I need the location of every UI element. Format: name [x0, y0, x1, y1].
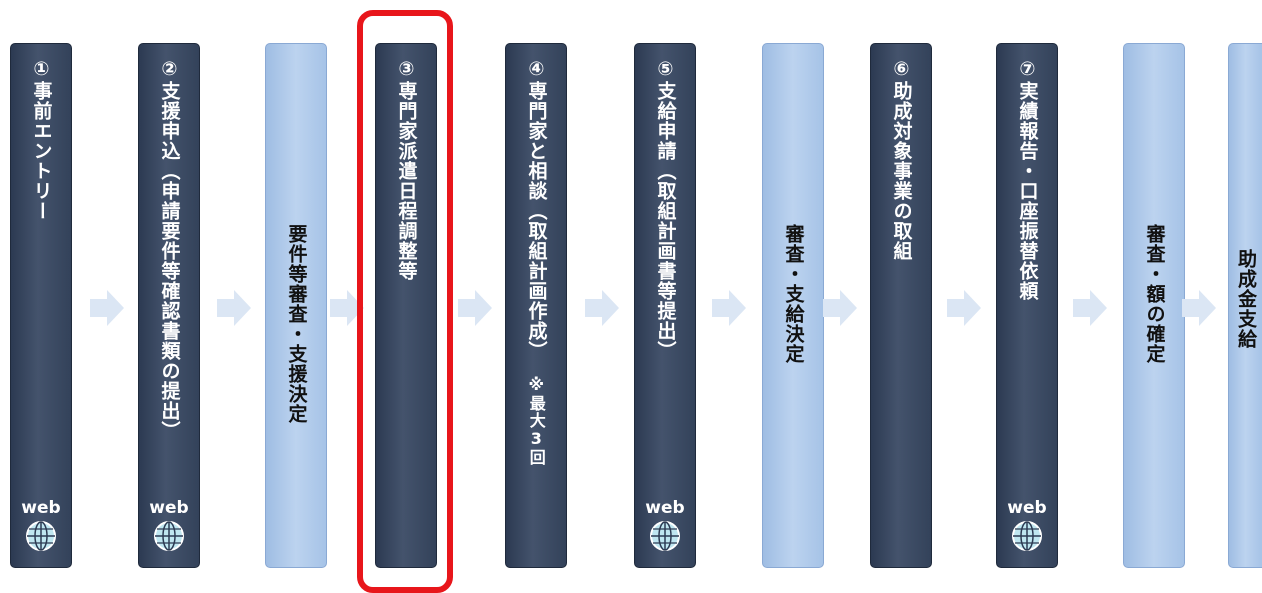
right-arrow-icon [1182, 290, 1216, 326]
right-arrow-icon [1073, 290, 1107, 326]
step-1-pre-entry: ①事前エントリー web [10, 43, 72, 568]
globe-icon [1012, 521, 1042, 551]
web-label: web [21, 498, 61, 518]
step-5-payment-application: ⑤支給申請（取組計画書等提出） web [634, 43, 696, 568]
step-label: ⑤支給申請（取組計画書等提出） [654, 58, 677, 361]
globe-icon [154, 521, 184, 551]
right-arrow-icon [90, 290, 124, 326]
globe-icon [26, 521, 56, 551]
step-label: 審査・額の確定 [1143, 224, 1166, 364]
current-step-highlight [357, 10, 453, 593]
step-7-results-report: ⑦実績報告・口座振替依頼 web [996, 43, 1058, 568]
web-label: web [1007, 498, 1047, 518]
step-label: ③専門家派遣日程調整等 [395, 58, 418, 281]
web-badge: web [11, 500, 71, 553]
right-arrow-icon [712, 290, 746, 326]
right-arrow-icon [217, 290, 251, 326]
step-2-support-application: ②支援申込（申請要件等確認書類の提出） web [138, 43, 200, 568]
web-label: web [645, 498, 685, 518]
step-label: ①事前エントリー [30, 58, 53, 221]
web-badge: web [635, 500, 695, 553]
step-4-expert-consultation: ④専門家と相談（取組計画作成） ※最大3回 [505, 43, 567, 568]
step-review-amount-confirmation: 審査・額の確定 [1123, 43, 1185, 568]
step-6-subsidized-project: ⑥助成対象事業の取組 [870, 43, 932, 568]
step-label: ⑥助成対象事業の取組 [890, 58, 913, 261]
step-label: ⑦実績報告・口座振替依頼 [1016, 58, 1039, 301]
web-label: web [149, 498, 189, 518]
step-label: ④専門家と相談（取組計画作成） [525, 58, 548, 361]
web-badge: web [997, 500, 1057, 553]
step-review-payment-decision: 審査・支給決定 [762, 43, 824, 568]
step-subsidy-payment: 助成金支給 [1228, 43, 1262, 568]
step-label: 要件等審査・支援決定 [285, 224, 308, 424]
step-label: ②支援申込（申請要件等確認書類の提出） [158, 58, 181, 441]
globe-icon [650, 521, 680, 551]
step-label: 助成金支給 [1234, 249, 1257, 349]
step-3-expert-scheduling: ③専門家派遣日程調整等 [375, 43, 437, 568]
right-arrow-icon [330, 290, 364, 326]
right-arrow-icon [823, 290, 857, 326]
step-note: ※最大3回 [526, 375, 546, 466]
step-review-support-decision: 要件等審査・支援決定 [265, 43, 327, 568]
step-label: 審査・支給決定 [782, 224, 805, 364]
right-arrow-icon [458, 290, 492, 326]
right-arrow-icon [585, 290, 619, 326]
right-arrow-icon [947, 290, 981, 326]
web-badge: web [139, 500, 199, 553]
